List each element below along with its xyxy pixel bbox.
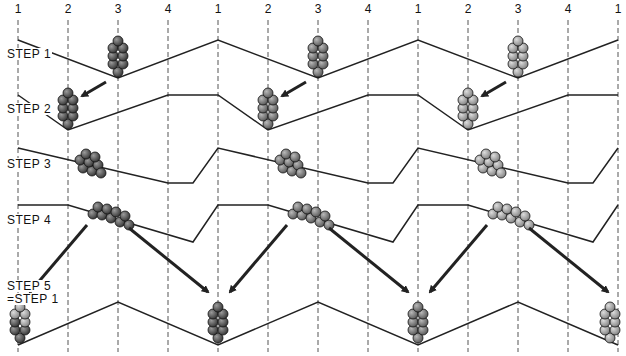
ball [502,204,512,214]
column-number: 4 [364,3,373,15]
ball [120,211,130,221]
ball [81,149,91,159]
column-guide [568,20,569,352]
track-line [18,302,618,345]
column-number: 4 [164,3,173,15]
column-guide [268,20,269,352]
ball [490,152,500,162]
ball [493,202,503,212]
column-number: 2 [464,3,473,15]
column-guide [368,20,369,352]
ball [293,202,303,212]
column-number: 3 [314,3,323,15]
ball [93,202,103,212]
move-arrow [129,228,208,292]
ball [313,36,323,46]
column-number: 1 [614,3,623,15]
column-guide [468,20,469,352]
track-line [18,148,618,183]
move-arrow [230,225,287,292]
ball [302,204,312,214]
column-guide [68,20,69,352]
column-number: 3 [514,3,523,15]
column-number: 1 [214,3,223,15]
ball [311,207,321,217]
column-guide [618,20,619,352]
ball [520,211,530,221]
ball [281,149,291,159]
step-label: STEP 5 [6,280,52,292]
step-label: STEP 4 [6,214,52,226]
move-arrow [529,228,608,292]
move-arrow [82,82,106,96]
ball [213,302,223,312]
column-number: 1 [14,3,23,15]
ball [90,152,100,162]
ball [102,204,112,214]
ball [290,152,300,162]
step-label: STEP 2 [6,103,52,115]
ball [63,88,73,98]
ball [113,36,123,46]
ball [496,168,506,178]
ball [511,207,521,217]
ball [296,168,306,178]
column-number: 1 [414,3,423,15]
track-line [18,205,618,242]
ball [605,302,615,312]
column-number: 2 [64,3,73,15]
column-guide [168,20,169,352]
ball [263,88,273,98]
move-arrow [430,225,487,292]
ball [481,149,491,159]
step-label: =STEP 1 [6,293,60,305]
ball [320,211,330,221]
column-number: 2 [264,3,273,15]
track-line [18,95,618,130]
ball [463,88,473,98]
ball [96,168,106,178]
move-arrow [482,82,506,96]
ball [413,302,423,312]
step-label: STEP 3 [6,158,52,170]
move-arrow [282,82,306,96]
column-number: 4 [564,3,573,15]
step-label: STEP 1 [6,48,52,60]
ball [513,36,523,46]
ball [111,207,121,217]
column-number: 3 [114,3,123,15]
move-arrow [329,228,408,292]
